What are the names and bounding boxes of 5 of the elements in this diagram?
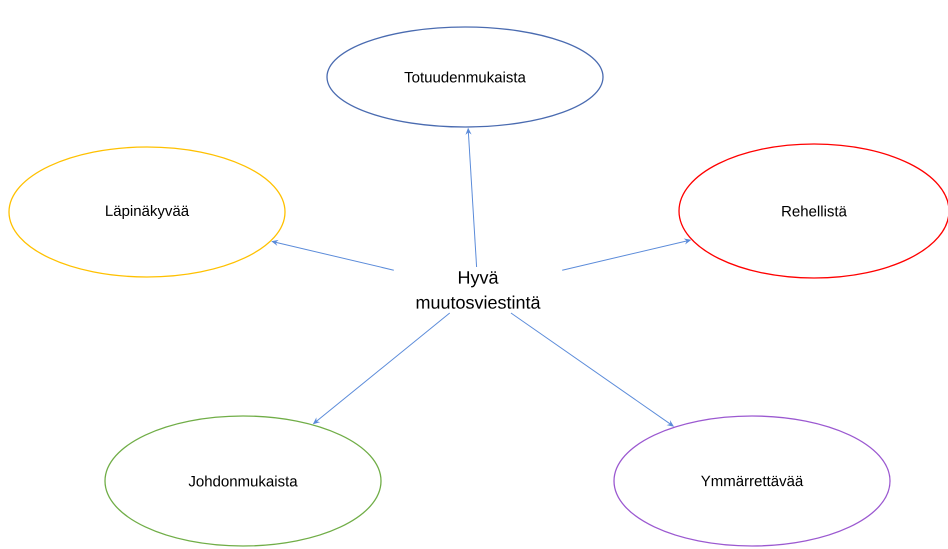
ellipse-node: Johdonmukaista	[104, 415, 382, 547]
ellipse-node: Läpinäkyvää	[8, 146, 286, 278]
ellipse-node: Totuudenmukaista	[326, 26, 604, 128]
center-label: Hyvä muutosviestintä	[416, 271, 541, 309]
ellipse-node: Ymmärrettävää	[613, 415, 891, 547]
